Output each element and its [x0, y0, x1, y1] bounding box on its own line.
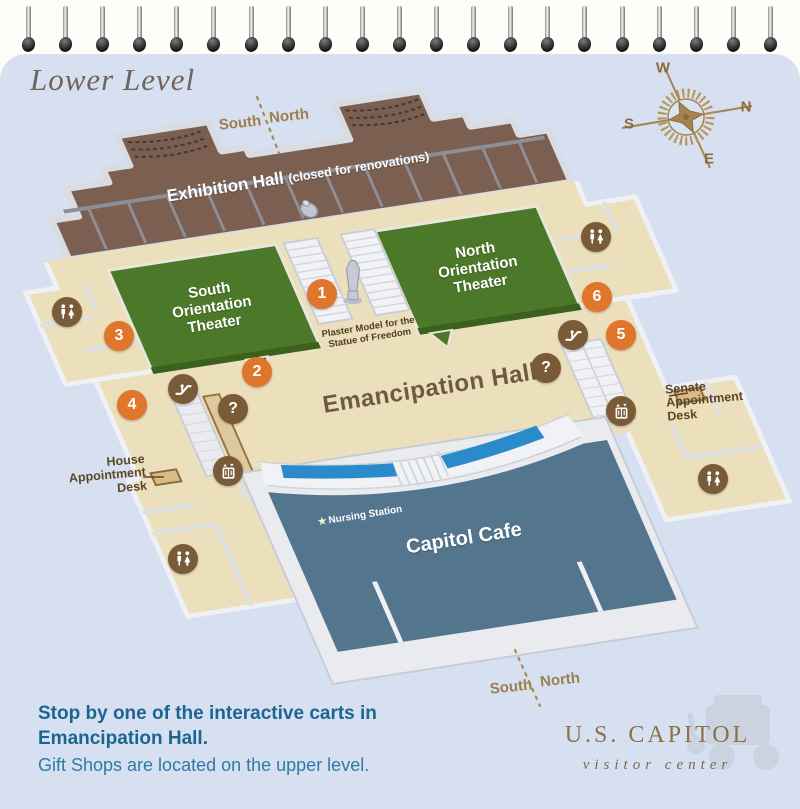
restroom-icon: [581, 222, 611, 252]
binder-ring: [430, 6, 444, 58]
binder-ring: [170, 6, 184, 58]
elevator-icon: [606, 396, 636, 426]
restroom-icon: [52, 297, 82, 327]
star-icon: ★: [316, 515, 328, 529]
logo-tagline: visitor center: [582, 757, 733, 773]
map-marker-6: 6: [582, 282, 612, 312]
map-marker-4: 4: [117, 390, 147, 420]
footer-note-bold: Stop by one of the interactive carts in …: [38, 703, 377, 749]
binder-ring: [616, 6, 630, 58]
compass-rose-icon: [621, 65, 753, 169]
cart-watermark-icon: [687, 695, 779, 770]
map-marker-3: 3: [104, 321, 134, 351]
binder-ring: [245, 6, 259, 58]
binder-ring: [578, 6, 592, 58]
elevator-icon: [213, 456, 243, 486]
escalator-icon: [168, 374, 198, 404]
binder-ring: [504, 6, 518, 58]
binder-ring: [282, 6, 296, 58]
capitol-cafe-area: [239, 412, 699, 686]
spiral-binding: [22, 6, 778, 58]
compass-west-label: W: [655, 59, 671, 77]
escalator-icon: [558, 320, 588, 350]
compass-north-label: N: [740, 98, 752, 116]
binder-ring: [653, 6, 667, 58]
skylight-pool-right: [440, 425, 545, 469]
footer-note: Gift Shops are located on the upper leve…: [38, 755, 370, 775]
map-marker-2: 2: [242, 357, 272, 387]
binder-ring: [541, 6, 555, 58]
binder-ring: [96, 6, 110, 58]
binder-ring: [22, 6, 36, 58]
binder-ring: [393, 6, 407, 58]
compass-south-label: S: [623, 115, 635, 133]
question-mark-icon: ?: [531, 353, 561, 383]
skylight-pool-left: [280, 463, 398, 479]
statue-icon: [341, 259, 365, 310]
binder-ring: [207, 6, 221, 58]
restroom-icon: [698, 464, 728, 494]
page-title: Lower Level: [30, 62, 196, 97]
senate-desk-pointer: [668, 392, 689, 397]
binder-ring: [467, 6, 481, 58]
restroom-icon: [168, 544, 198, 574]
binder-ring: [764, 6, 778, 58]
binder-ring: [690, 6, 704, 58]
question-mark-icon: ?: [218, 394, 248, 424]
axis-dash-line-bottom: [513, 648, 542, 708]
logo-title: U.S. CAPITOL: [564, 722, 751, 748]
map-marker-5: 5: [606, 320, 636, 350]
map-marker-1: 1: [307, 279, 337, 309]
axis-dash-line-top: [255, 95, 281, 155]
binder-ring: [319, 6, 333, 58]
seating-hatch-marks: [127, 98, 426, 158]
binder-ring: [727, 6, 741, 58]
binder-ring: [356, 6, 370, 58]
compass-east-label: E: [703, 150, 715, 168]
binder-ring: [59, 6, 73, 58]
house-appointment-desk: [149, 468, 183, 487]
binder-ring: [133, 6, 147, 58]
senate-appointment-desk: [672, 386, 707, 405]
